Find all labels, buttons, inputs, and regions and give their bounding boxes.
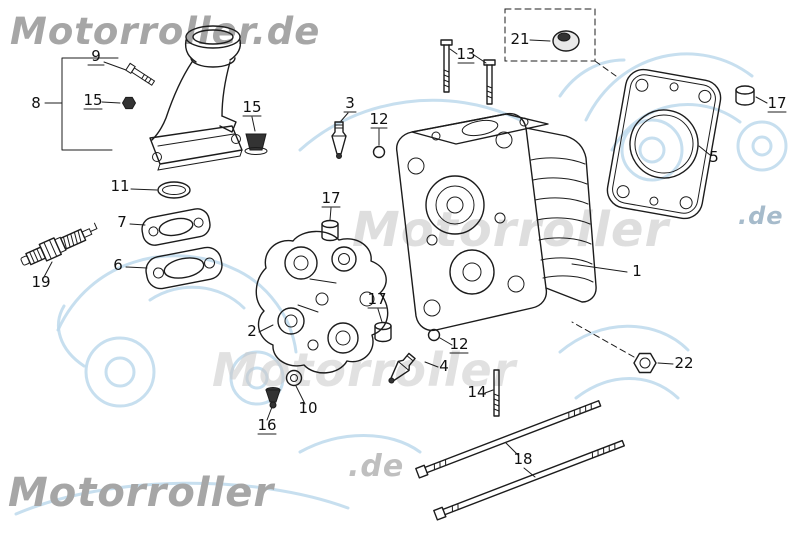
part-nut-small — [121, 96, 137, 110]
watermark-de-lower: .de — [348, 449, 404, 484]
callout-22: 22 — [657, 354, 694, 372]
part-washer — [285, 369, 303, 387]
callout-4: 4 — [424, 357, 449, 375]
callout-label: 14 — [467, 383, 486, 401]
callout-label: 13 — [456, 45, 475, 63]
callout-16: 16 — [257, 406, 277, 435]
part-valve-cap-nut — [244, 133, 268, 155]
callout-13: 13 — [449, 45, 487, 64]
part-seal-ring-upper — [372, 145, 386, 159]
part-screw — [125, 62, 156, 86]
part-cap-nut-box — [504, 8, 617, 77]
callout-label: 7 — [117, 213, 127, 231]
callout-label: 15 — [83, 91, 102, 109]
part-gasket-small — [141, 208, 211, 246]
callout-11: 11 — [110, 177, 158, 195]
group-bracket-8 — [44, 57, 119, 151]
callout-label: 12 — [369, 110, 388, 128]
part-seal-ring-lower — [427, 328, 441, 342]
callout-1: 1 — [571, 262, 642, 280]
callout-5: 5 — [698, 145, 719, 166]
callout-label: 15 — [242, 98, 261, 116]
part-cap-mid — [321, 219, 339, 242]
callout-3: 3 — [340, 94, 357, 122]
callout-label: 3 — [345, 94, 355, 112]
callout-17-mid: 17 — [321, 189, 341, 221]
callout-label: 19 — [31, 273, 50, 291]
callout-6: 6 — [113, 256, 148, 274]
part-cap-top-right — [735, 85, 755, 106]
callout-10: 10 — [295, 385, 318, 417]
callout-label: 11 — [110, 177, 129, 195]
callout-21: 21 — [510, 30, 551, 48]
callout-18: 18 — [505, 442, 536, 478]
callout-label: 10 — [298, 399, 317, 417]
callout-label: 2 — [247, 322, 257, 340]
callout-12-upper: 12 — [369, 110, 389, 146]
part-intake-manifold — [149, 25, 243, 171]
part-stud-short — [493, 369, 500, 417]
callout-17-top-right: 17 — [755, 94, 787, 113]
callout-7: 7 — [117, 213, 146, 231]
callout-2: 2 — [247, 322, 274, 340]
watermark-brand-center-upper: Motorroller — [352, 202, 671, 258]
part-cylinder-head — [395, 112, 597, 332]
callout-label: 6 — [113, 256, 123, 274]
part-bolt-long-a — [440, 39, 453, 93]
scooter-watermark-top-right — [558, 52, 788, 182]
callout-19: 19 — [31, 261, 53, 291]
part-adjuster — [265, 387, 281, 409]
watermark-brand-bottom-left: Motorroller — [8, 470, 275, 516]
callout-label: 8 — [31, 94, 41, 112]
callout-15-mid: 15 — [242, 98, 262, 132]
part-stud-long-b — [433, 439, 625, 521]
callout-label: 1 — [632, 262, 642, 280]
callout-12-lower: 12 — [439, 335, 469, 354]
part-valve-exhaust — [388, 352, 416, 384]
callout-17-lower: 17 — [367, 290, 387, 323]
callout-label: 18 — [513, 450, 532, 468]
callout-label: 17 — [321, 189, 340, 207]
callout-label: 16 — [257, 416, 276, 434]
part-stud-long-a — [415, 400, 602, 479]
callout-9: 9 — [87, 47, 127, 71]
callout-label: 22 — [674, 354, 693, 372]
part-valve-intake — [331, 121, 347, 159]
callout-label: 4 — [439, 357, 449, 375]
callout-label: 5 — [709, 148, 719, 166]
part-o-ring — [157, 181, 191, 199]
watermark-brand-top-left: Motorroller.de — [10, 10, 320, 53]
callout-label: 17 — [767, 94, 786, 112]
part-cap-lower — [374, 321, 392, 343]
part-valve-cover — [255, 230, 389, 374]
watermark-de-upper: .de — [738, 202, 784, 230]
callout-label: 9 — [91, 47, 101, 65]
part-spark-plug — [20, 222, 98, 266]
watermark-brand-center-lower: Motorroller — [212, 343, 519, 397]
callout-15-left: 15 — [83, 91, 121, 110]
callout-label: 12 — [449, 335, 468, 353]
callout-8: 8 — [31, 94, 41, 112]
part-hex-nut — [571, 321, 657, 374]
callout-14: 14 — [467, 383, 494, 401]
part-gasket-intake — [145, 246, 223, 290]
part-bolt-long-b — [483, 59, 496, 105]
callout-label: 21 — [510, 30, 529, 48]
callout-label: 17 — [367, 290, 386, 308]
scooter-watermark-bottom — [14, 98, 690, 516]
